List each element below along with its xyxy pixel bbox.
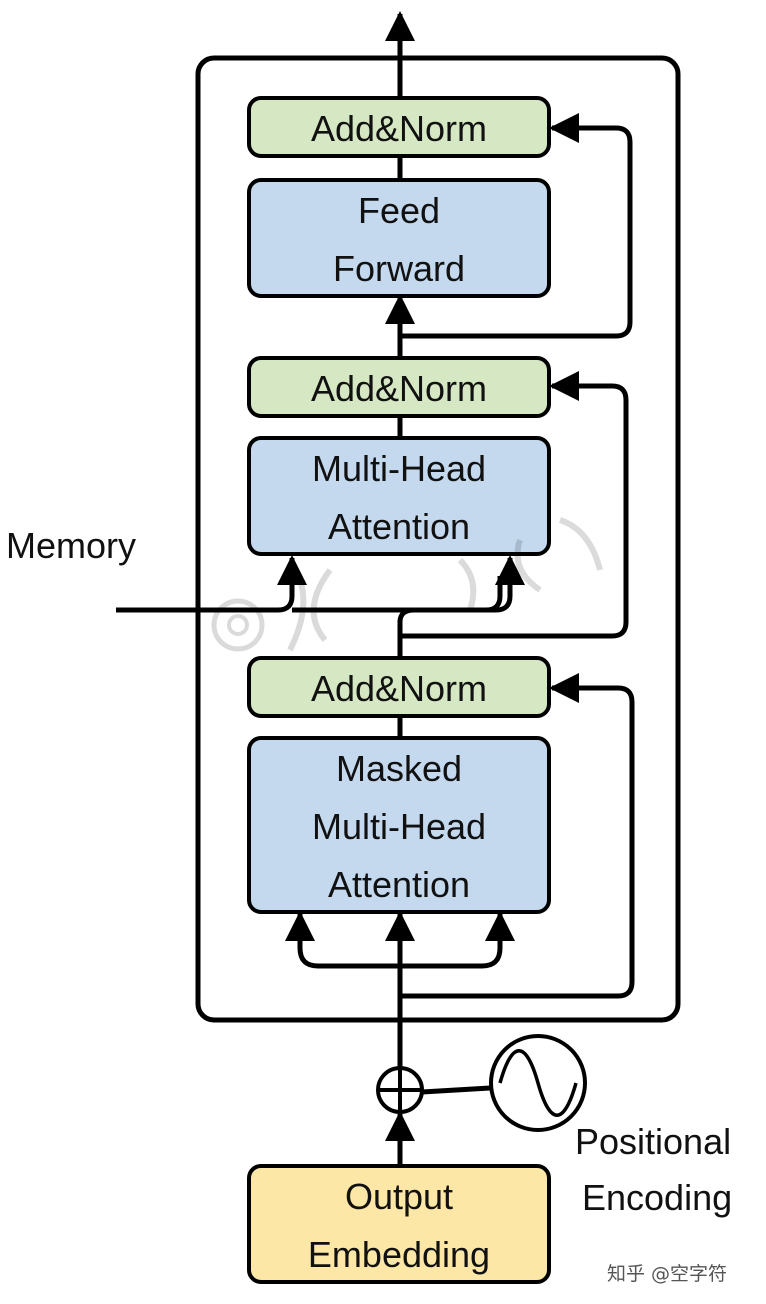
feed-forward-label-line2: Forward <box>333 248 465 289</box>
positional-encoding-label-line1: Positional <box>575 1121 731 1162</box>
positional-encoding-label-line2: Encoding <box>582 1177 732 1218</box>
watermark-overlay <box>211 517 603 652</box>
positional-encoding-connector <box>421 1085 491 1095</box>
masked-attention-label-line2: Multi-Head <box>312 806 486 847</box>
cross-attention-block <box>247 436 551 556</box>
add-norm-top-label: Add&Norm <box>311 108 487 149</box>
cross-attention-label-line1: Multi-Head <box>312 448 486 489</box>
sine-wave-icon <box>489 1034 587 1132</box>
masked-attention-label-line3: Attention <box>328 864 470 905</box>
cross-attention-label-line2: Attention <box>328 506 470 547</box>
output-embedding-block <box>247 1164 551 1284</box>
add-norm-bottom-label: Add&Norm <box>311 668 487 709</box>
circled-plus-icon <box>376 1066 424 1114</box>
decoder-layer-frame <box>195 55 681 1023</box>
memory-key-branch <box>277 555 307 613</box>
masked-attn-left-branch <box>285 911 400 969</box>
footer-watermark: 知乎 @空字符 <box>607 1263 727 1285</box>
feed-forward-label-line1: Feed <box>358 190 440 231</box>
memory-label: Memory <box>6 525 136 566</box>
memory-value-branch <box>292 576 503 613</box>
masked-attention-label-line1: Masked <box>336 748 462 789</box>
masked-attn-right-branch <box>400 911 515 969</box>
residual-connection-mid <box>400 371 629 639</box>
add-norm-mid-label: Add&Norm <box>311 368 487 409</box>
output-embedding-label-line1: Output <box>345 1176 453 1217</box>
residual-connection-top <box>400 113 633 339</box>
residual-connection-bottom <box>400 673 635 999</box>
output-embedding-label-line2: Embedding <box>308 1234 490 1275</box>
